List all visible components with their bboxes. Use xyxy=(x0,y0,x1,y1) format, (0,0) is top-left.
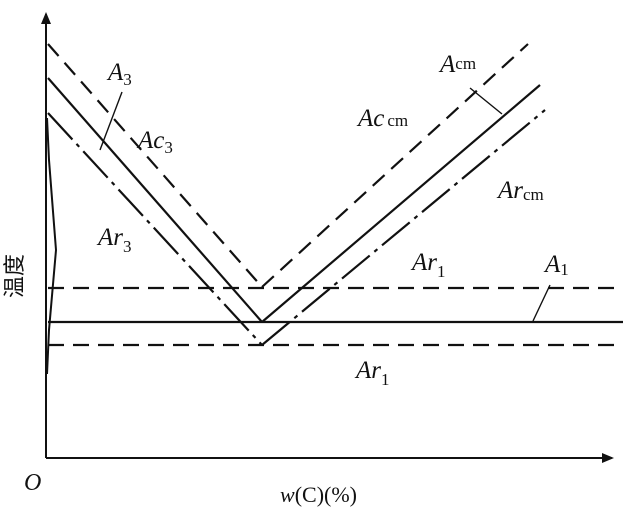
ac3-line xyxy=(47,43,263,288)
a1-leader xyxy=(532,284,551,322)
acm-line xyxy=(261,84,541,323)
arcm-line xyxy=(261,109,546,346)
y-axis-title: 温度 xyxy=(3,254,28,298)
a3-leader xyxy=(99,91,123,151)
label-acm: Acm xyxy=(438,51,476,78)
label-ar1-lower: Ar1 xyxy=(354,357,390,389)
label-a1: A1 xyxy=(543,251,569,279)
origin-label: O xyxy=(24,470,41,496)
label-ar3: Ar3 xyxy=(96,224,132,256)
acm-leader xyxy=(469,87,503,115)
accm-line xyxy=(261,43,529,288)
label-arcm: Arcm xyxy=(496,177,544,204)
a3-line xyxy=(47,77,263,323)
label-ar1-upper: Ar1 xyxy=(410,249,446,281)
label-a3: A3 xyxy=(106,59,132,89)
x-axis-title: w(C)(%) xyxy=(280,482,357,507)
left-edge-shape xyxy=(46,117,58,375)
label-ac3: Ac3 xyxy=(136,127,173,157)
ar3-line xyxy=(47,112,263,346)
